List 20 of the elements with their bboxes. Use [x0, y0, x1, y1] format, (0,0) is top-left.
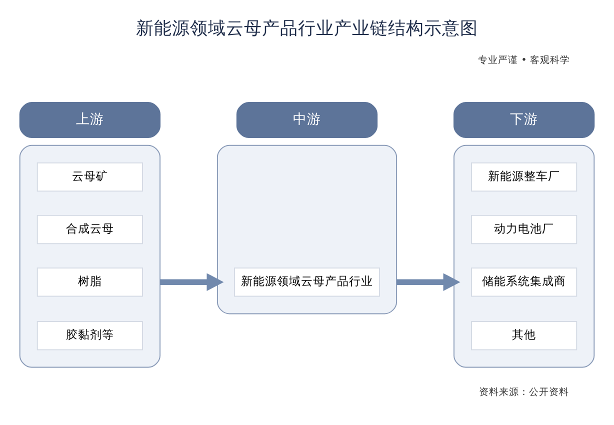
- node-box: 合成云母: [36, 214, 143, 244]
- node-box: 储能系统集成商: [471, 267, 578, 296]
- label: 专业严谨 • 客观科学: [478, 54, 570, 66]
- cluster: [454, 144, 595, 368]
- arrow: [160, 272, 224, 291]
- caption: 资料来源：公开资料: [479, 386, 570, 398]
- node-box: 树脂: [36, 267, 143, 296]
- node-box: 云母矿: [36, 162, 143, 192]
- arrow: [396, 272, 460, 291]
- node-box: 胶黏剂等: [36, 320, 143, 350]
- node-box: 其他: [471, 320, 578, 350]
- node-box: 中游: [236, 102, 378, 138]
- node-box: 上游: [19, 102, 160, 138]
- node-box: 新能源整车厂: [471, 162, 578, 192]
- node-box: 新能源领域云母产品行业: [234, 267, 380, 296]
- diagram-title: 新能源领域云母产品行业产业链结构示意图: [136, 18, 478, 38]
- node-box: 动力电池厂: [471, 214, 578, 244]
- cluster: [216, 144, 398, 314]
- node-box: 下游: [454, 102, 595, 138]
- cluster: [19, 144, 160, 368]
